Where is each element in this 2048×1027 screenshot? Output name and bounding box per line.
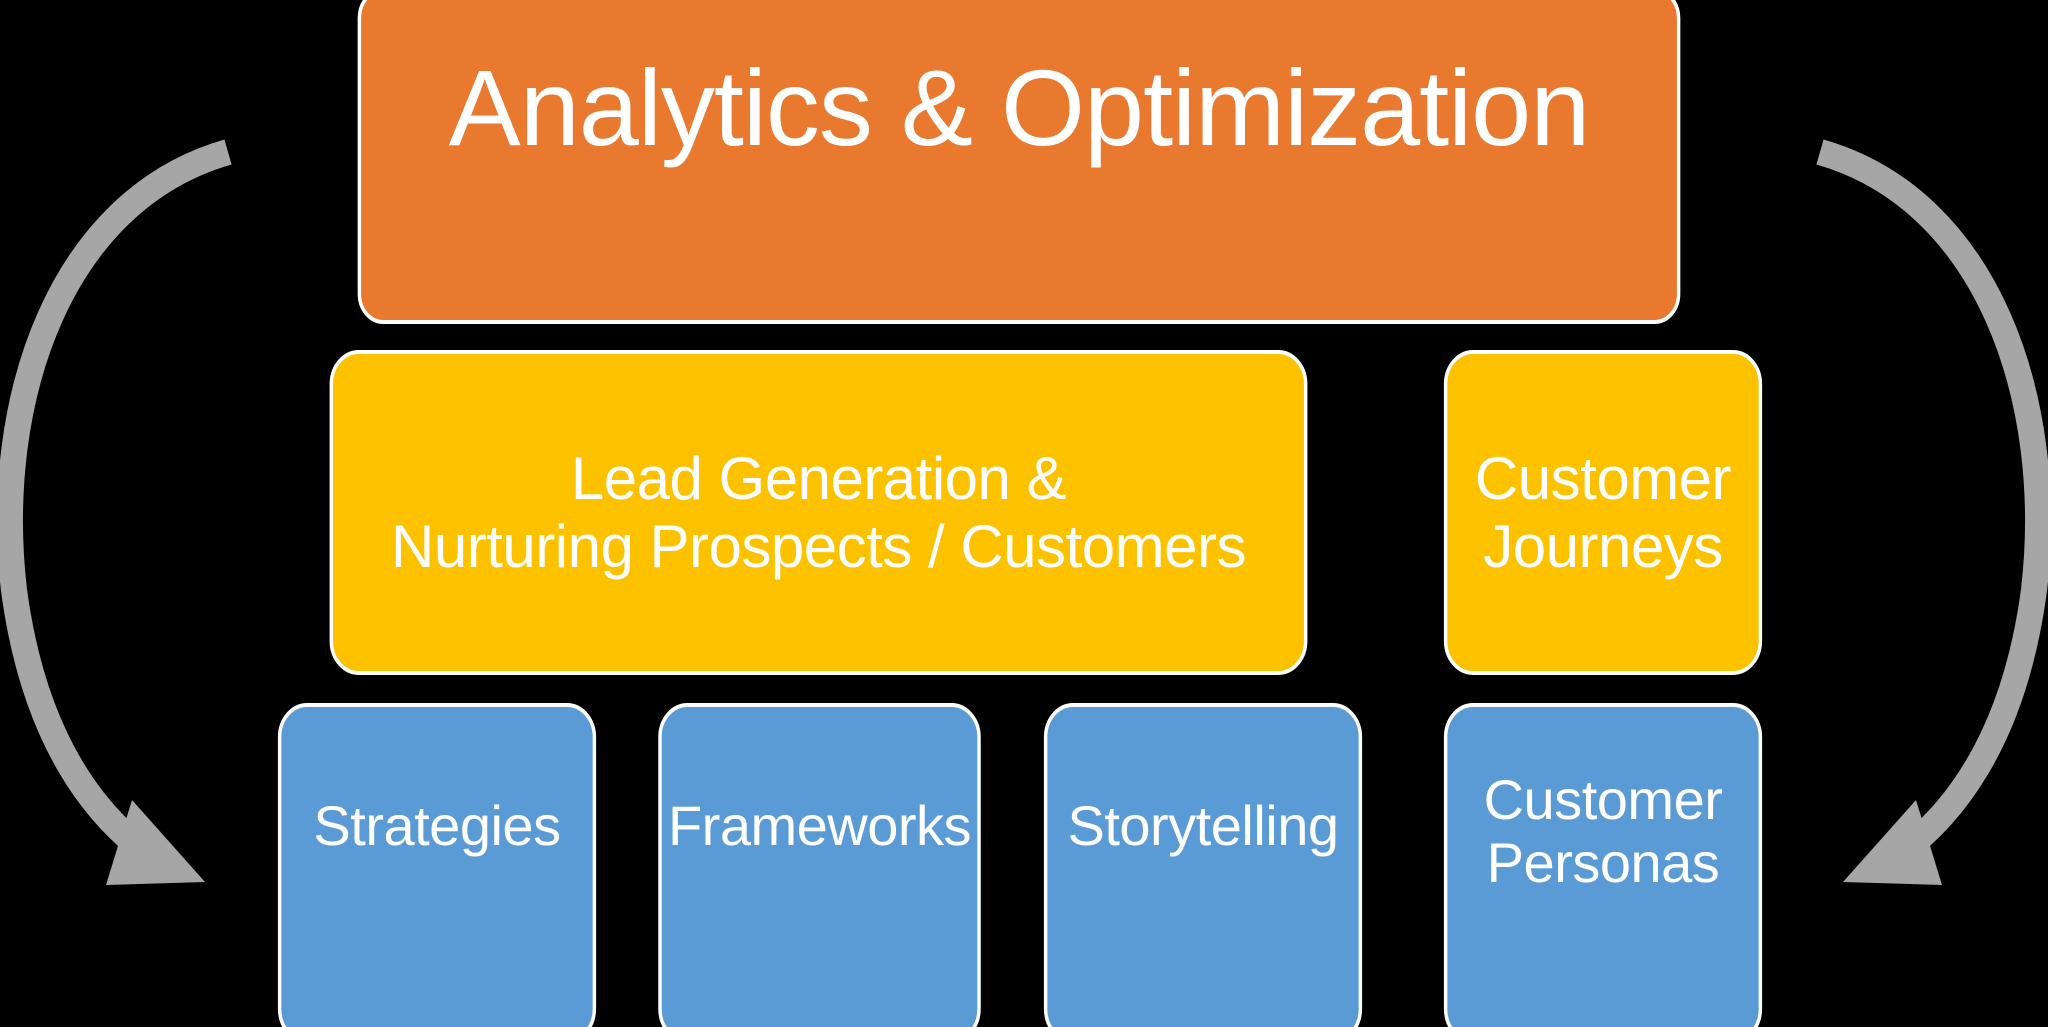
node-customer-personas[interactable]: Customer Personas <box>1443 703 1763 1027</box>
node-strategies-label: Strategies <box>313 794 561 857</box>
node-storytelling[interactable]: Storytelling <box>1043 703 1363 1027</box>
node-analytics-optimization[interactable]: Analytics & Optimization <box>357 0 1681 324</box>
node-frameworks[interactable]: Frameworks <box>658 703 981 1027</box>
node-lead-generation-label: Lead Generation & Nurturing Prospects / … <box>391 445 1246 580</box>
node-customer-journeys[interactable]: Customer Journeys <box>1443 350 1763 675</box>
left-cycle-arrow <box>0 139 232 885</box>
node-strategies[interactable]: Strategies <box>277 703 597 1027</box>
node-frameworks-label: Frameworks <box>667 794 972 857</box>
node-customer-journeys-label: Customer Journeys <box>1474 445 1732 580</box>
right-cycle-arrow <box>1816 139 2048 885</box>
node-analytics-optimization-label: Analytics & Optimization <box>448 47 1591 168</box>
node-lead-generation[interactable]: Lead Generation & Nurturing Prospects / … <box>329 350 1308 675</box>
node-storytelling-label: Storytelling <box>1067 794 1339 857</box>
node-customer-personas-label: Customer Personas <box>1483 768 1723 894</box>
